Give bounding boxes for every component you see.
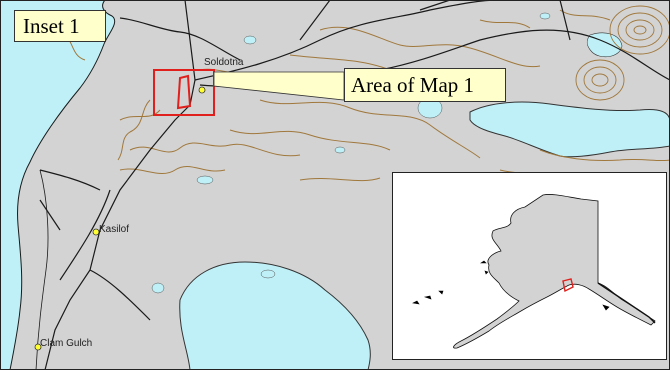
skilak-lake [469, 101, 670, 158]
small-lake [334, 146, 346, 154]
town-marker-kasilof[interactable] [92, 228, 100, 236]
beach-line [35, 169, 49, 370]
lake-tustumena-bay [179, 261, 371, 370]
inset-title: Inset 1 [14, 10, 106, 42]
alaska-landmass [453, 194, 656, 349]
small-lake [151, 282, 165, 294]
area-of-map-rectangle[interactable] [153, 69, 215, 116]
cook-inlet-water [0, 0, 116, 370]
area-of-map-parcel [176, 74, 192, 110]
area-of-map-label: Area of Map 1 [344, 68, 506, 102]
alaska-outline [412, 194, 656, 349]
town-marker-soldotna[interactable] [198, 86, 206, 94]
town-label-soldotna: Soldotna [204, 57, 244, 68]
town-label-kasilof: Kasilof [99, 224, 130, 235]
small-lake [260, 269, 276, 279]
town-marker-clam-gulch[interactable] [34, 343, 42, 351]
southeast-coast [597, 282, 656, 324]
town-label-clam-gulch: Clam Gulch [40, 338, 93, 349]
small-lake [196, 175, 214, 185]
mountain-contours [575, 5, 670, 101]
small-lake [243, 35, 257, 45]
kenai-highlight[interactable] [562, 278, 574, 293]
overview-map [392, 172, 667, 360]
small-lake [539, 12, 551, 20]
alaska-islands [412, 260, 610, 311]
